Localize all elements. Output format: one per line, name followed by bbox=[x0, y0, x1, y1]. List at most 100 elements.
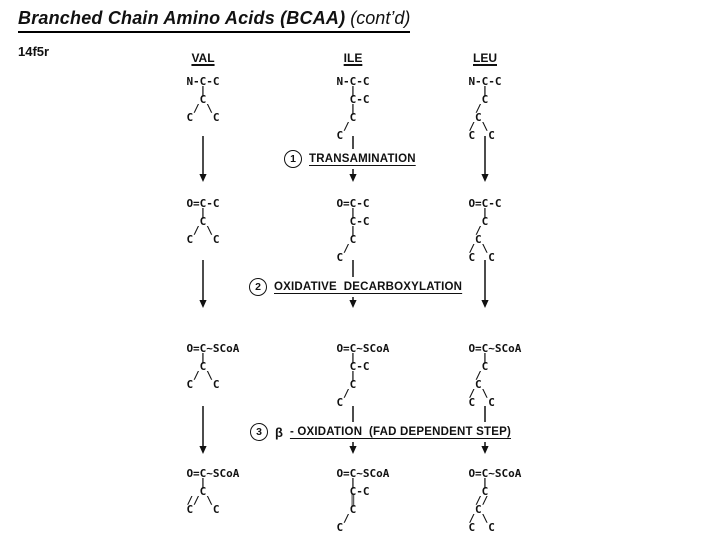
structure-leu-stage3: O=C~SCoA | C / C/ \C C bbox=[468, 343, 521, 408]
structure-line: / \ bbox=[186, 224, 213, 237]
structure-line: C-C bbox=[336, 93, 370, 106]
arrowhead-leu-step1 bbox=[481, 174, 489, 182]
structure-line: O=C~SCoA bbox=[468, 467, 522, 480]
step-3-number-icon: 3 bbox=[250, 423, 268, 441]
step-3-text: - OXIDATION (FAD DEPENDENT STEP) bbox=[289, 426, 512, 438]
structure-line: | bbox=[336, 476, 357, 489]
structure-line: C bbox=[336, 233, 357, 246]
structure-line: C bbox=[468, 93, 489, 106]
arrowhead-val-step3 bbox=[199, 446, 207, 454]
arrowhead-val-step1 bbox=[199, 174, 207, 182]
structure-line: / bbox=[336, 242, 350, 255]
structure-line: C bbox=[336, 111, 357, 124]
structure-line: / bbox=[336, 120, 350, 133]
structure-line: C C bbox=[468, 521, 495, 534]
page-title-main: Branched Chain Amino Acids (BCAA) bbox=[18, 8, 346, 28]
structure-line: C bbox=[468, 378, 482, 391]
structure-line: C C bbox=[186, 503, 220, 516]
structure-line: | bbox=[186, 476, 207, 489]
structure-line: / \ bbox=[186, 102, 213, 115]
structure-line: | bbox=[336, 351, 357, 364]
structure-line: C C bbox=[186, 111, 220, 124]
structure-line: | bbox=[186, 351, 207, 364]
structure-line: O=C~SCoA bbox=[336, 342, 390, 355]
structure-line: O=C~SCoA bbox=[468, 342, 522, 355]
step-2-text: OXIDATIVE DECARBOXYLATION bbox=[274, 281, 463, 293]
structure-line: / \ bbox=[468, 387, 489, 400]
structure-line: O=C-C bbox=[468, 197, 502, 210]
structure-line: C-C bbox=[336, 360, 370, 373]
structure-line: / bbox=[468, 102, 482, 115]
structure-line: / bbox=[336, 512, 350, 525]
structure-line: | bbox=[468, 84, 489, 97]
structure-line: C-C bbox=[336, 215, 370, 228]
arrowhead-ile-step2 bbox=[349, 300, 357, 308]
structure-line: | bbox=[336, 84, 357, 97]
structure-line: / \ bbox=[468, 242, 489, 255]
structure-line: C bbox=[336, 521, 344, 534]
structure-line: | bbox=[186, 84, 207, 97]
arrowhead-val-step2 bbox=[199, 300, 207, 308]
structure-line: N-C-C bbox=[336, 75, 370, 88]
structure-ile-stage1: N-C-C | C-C | C /C bbox=[336, 76, 369, 141]
arrowhead-ile-step1 bbox=[349, 174, 357, 182]
structure-line: C-C bbox=[336, 485, 370, 498]
step-1-label: 1 TRANSAMINATION bbox=[281, 149, 419, 169]
structure-line: C C bbox=[186, 233, 220, 246]
structure-line: C C bbox=[468, 396, 495, 409]
structure-line: C bbox=[186, 93, 207, 106]
structure-line: C bbox=[186, 485, 207, 498]
structure-val-stage1: N-C-C | C / \C C bbox=[186, 76, 219, 123]
structure-line: C bbox=[336, 129, 344, 142]
structure-val-stage3: O=C~SCoA | C / \C C bbox=[186, 343, 239, 390]
structure-line: O=C~SCoA bbox=[186, 467, 240, 480]
structure-val-stage2: O=C-C | C / \C C bbox=[186, 198, 219, 245]
structure-val-stage4: O=C~SCoA | C// \C C bbox=[186, 468, 239, 515]
structure-line: C bbox=[468, 485, 489, 498]
step-1-number-icon: 1 bbox=[284, 150, 302, 168]
page-title-suffix: (cont’d) bbox=[345, 8, 411, 28]
structure-line: O=C~SCoA bbox=[186, 342, 240, 355]
structure-line: / \ bbox=[186, 369, 213, 382]
structure-ile-stage2: O=C-C | C-C | C /C bbox=[336, 198, 369, 263]
structure-line: C bbox=[336, 503, 357, 516]
structure-line: N-C-C bbox=[186, 75, 220, 88]
structure-line: C C bbox=[186, 378, 220, 391]
structure-line: C bbox=[468, 233, 482, 246]
structure-line: / \ bbox=[468, 512, 489, 525]
structure-line: / bbox=[468, 224, 482, 237]
structure-line: C C bbox=[468, 251, 495, 264]
arrowhead-leu-step2 bbox=[481, 300, 489, 308]
structure-line: C bbox=[468, 215, 489, 228]
structure-line: // \ bbox=[186, 494, 213, 507]
structure-line: / bbox=[336, 387, 350, 400]
structure-line: C bbox=[468, 360, 489, 373]
structure-line: / bbox=[468, 369, 482, 382]
structure-leu-stage2: O=C-C | C / C/ \C C bbox=[468, 198, 501, 263]
structure-ile-stage3: O=C~SCoA | C-C | C /C bbox=[336, 343, 389, 408]
column-header-leu: LEU bbox=[473, 51, 497, 65]
structure-line: C bbox=[336, 251, 344, 264]
structure-line: C C bbox=[468, 129, 495, 142]
step-1-text: TRANSAMINATION bbox=[309, 153, 416, 165]
structure-line: C bbox=[468, 111, 482, 124]
structure-line: O=C~SCoA bbox=[336, 467, 390, 480]
structure-line: | bbox=[186, 206, 207, 219]
structure-leu-stage4: O=C~SCoA | C // C/ \C C bbox=[468, 468, 521, 533]
structure-line: C bbox=[186, 360, 207, 373]
structure-line: N-C-C bbox=[468, 75, 502, 88]
structure-leu-stage1: N-C-C | C / C/ \C C bbox=[468, 76, 501, 141]
structure-line: | bbox=[336, 369, 357, 382]
structure-line: ║ bbox=[336, 494, 357, 507]
structure-line: | bbox=[336, 102, 357, 115]
structure-ile-stage4: O=C~SCoA | C-C ║ C /C bbox=[336, 468, 389, 533]
structure-line: C bbox=[186, 215, 207, 228]
structure-line: O=C-C bbox=[336, 197, 370, 210]
slide-code: 14f5r bbox=[18, 44, 50, 59]
step-3-prefix: β bbox=[275, 424, 283, 440]
column-header-ile: ILE bbox=[343, 51, 363, 65]
structure-line: C bbox=[336, 378, 357, 391]
structure-line: | bbox=[336, 224, 357, 237]
